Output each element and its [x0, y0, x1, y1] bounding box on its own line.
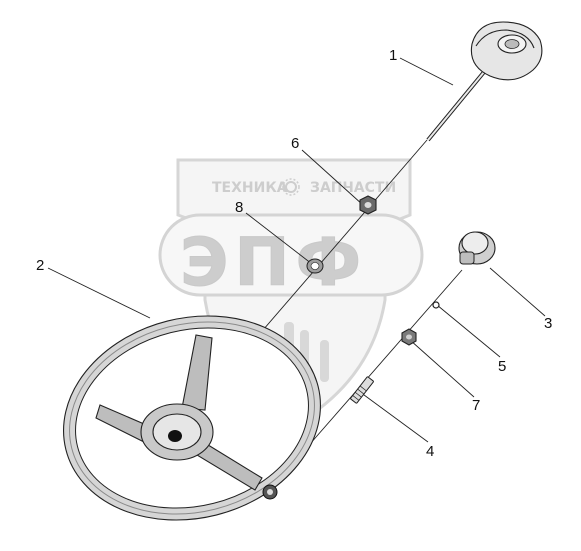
callout-8: 8 [235, 199, 243, 216]
part-7-nut [401, 328, 417, 346]
callout-1: 1 [389, 47, 397, 64]
callout-2: 2 [36, 257, 44, 274]
part-4-stud [350, 376, 374, 404]
leader-5 [436, 304, 501, 358]
leader-2 [47, 267, 151, 319]
leader-1 [399, 57, 454, 86]
leader-6 [301, 149, 364, 206]
watermark-logo-text: ЭПФ [180, 224, 367, 301]
gear-icon [282, 178, 300, 196]
callout-5: 5 [498, 358, 506, 375]
leader-7 [409, 339, 475, 398]
part-3-cap [458, 231, 496, 265]
callout-6: 6 [291, 135, 299, 152]
watermark-logo-frame [158, 213, 424, 297]
callout-labels: 1 2 3 4 5 6 7 8 [36, 47, 552, 460]
watermark-text-left: ТЕХНИКА [212, 180, 288, 196]
callout-4: 4 [426, 443, 434, 460]
watermark-text-right: ЗАПЧАСТИ [310, 180, 396, 196]
callout-3: 3 [544, 315, 552, 332]
leader-4 [359, 391, 429, 443]
part-5-washer [432, 301, 440, 309]
leader-8 [245, 212, 313, 265]
part-6-nut [359, 195, 377, 215]
part-2-steering-wheel [63, 315, 321, 521]
part-8-washer [306, 258, 324, 274]
leader-3 [489, 267, 546, 317]
part-1-knob-rod [426, 21, 543, 142]
callout-7: 7 [472, 397, 480, 414]
